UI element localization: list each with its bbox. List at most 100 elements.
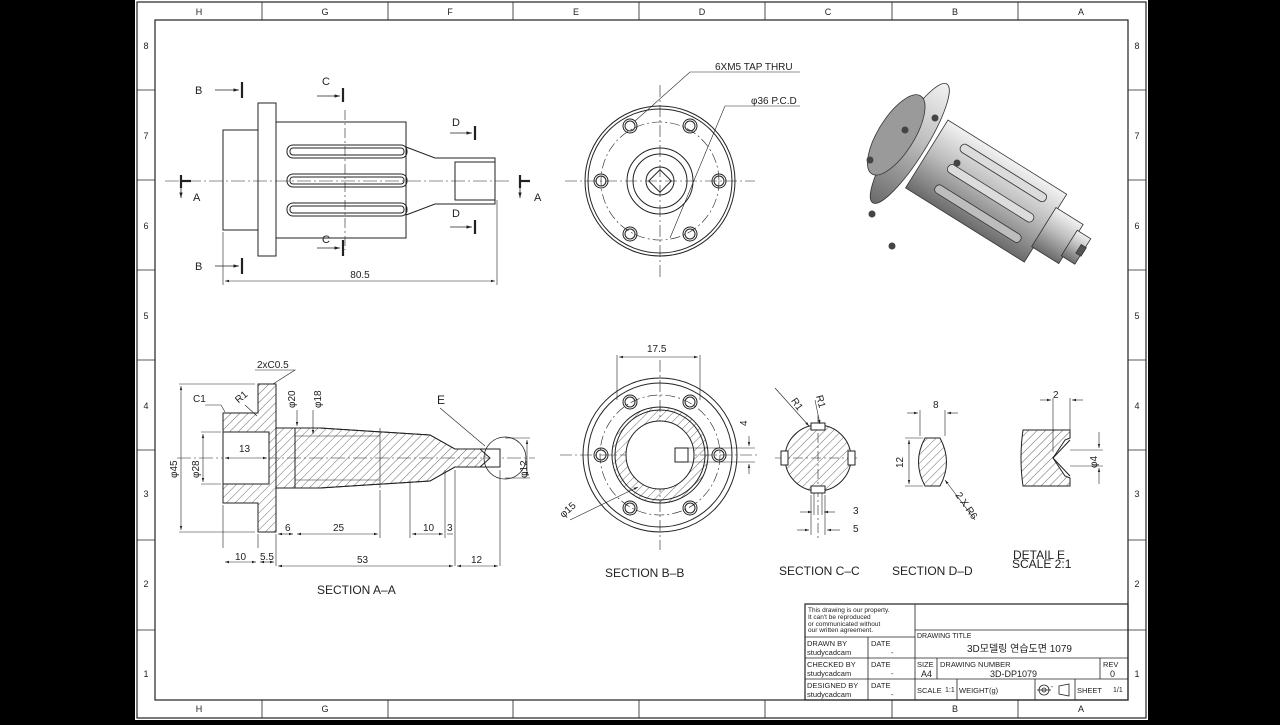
- section-aa-title: SECTION A–A: [317, 583, 396, 597]
- dim-dd-8: 8: [933, 400, 939, 411]
- zone-row-5-right: 5: [1134, 311, 1139, 321]
- dim-dd-12: 12: [895, 456, 906, 468]
- drawn-by: studycadcam: [807, 648, 852, 657]
- zone-row-2-right: 2: [1134, 579, 1139, 589]
- bolt-holes: [593, 118, 727, 242]
- drawn-date: -: [891, 648, 894, 657]
- checked-by: studycadcam: [807, 669, 852, 678]
- dim-17-5: 17.5: [647, 344, 667, 355]
- zone-col-c: C: [825, 7, 832, 17]
- section-mark-c-top: C: [322, 76, 330, 88]
- section-mark-c-bottom: C: [322, 234, 330, 246]
- zone-row-4: 4: [143, 401, 148, 411]
- frame-zone-labels: H G F E D C B A H G B A 8 7 6 5 4 3 2 1 …: [143, 7, 1139, 714]
- zone-col-a: A: [1078, 7, 1084, 17]
- zone-col-b: B: [952, 7, 958, 17]
- designed-date: -: [891, 690, 894, 699]
- iso-bolt-holes: [866, 114, 961, 250]
- dim-6: 6: [285, 523, 291, 534]
- zone-col-b-bottom: B: [952, 704, 958, 714]
- zone-row-8: 8: [143, 41, 148, 51]
- checked-by-label: CHECKED BY: [807, 660, 856, 669]
- weight-value: -: [1051, 684, 1054, 691]
- drawing-number-label: DRAWING NUMBER: [940, 660, 1011, 669]
- section-cc: [774, 387, 860, 540]
- title-block-grid: [804, 603, 1129, 701]
- dim-13: 13: [239, 444, 251, 455]
- detail-e-labels: 2 φ4 DETAIL E SCALE 2:1: [1012, 390, 1100, 571]
- zone-row-5: 5: [143, 311, 148, 321]
- zone-row-1-right: 1: [1134, 669, 1139, 679]
- drawn-date-label: DATE: [871, 639, 891, 648]
- drawing-svg: H G F E D C B A H G B A 8 7 6 5 4 3 2 1 …: [136, 1, 1147, 719]
- zone-col-h: H: [196, 7, 203, 17]
- section-bb-title: SECTION B–B: [605, 566, 684, 580]
- dim-c1: C1: [193, 394, 206, 405]
- keyway-slots: [286, 144, 408, 217]
- section-aa: [177, 369, 535, 568]
- dim-r1: R1: [233, 389, 250, 406]
- section-aa-labels: C1 R1 2xC0.5 φ20 φ18 φ45 φ28 13 E φ12 6 …: [169, 360, 530, 597]
- section-dd-labels: 8 12 2 X R6 SECTION D–D: [892, 400, 979, 578]
- zone-col-h-bottom: H: [196, 704, 203, 714]
- callout-tap: 6XM5 TAP THRU: [715, 62, 793, 73]
- dim-dia20: φ20: [287, 390, 298, 408]
- zone-col-f: F: [447, 7, 453, 17]
- designed-date-label: DATE: [871, 681, 891, 690]
- isometric-view: [866, 83, 1092, 265]
- dim-3: 3: [447, 523, 453, 534]
- section-mark-a-left: A: [193, 192, 201, 204]
- drawing-sheet: H G F E D C B A H G B A 8 7 6 5 4 3 2 1 …: [135, 0, 1148, 720]
- dim-r1-b: R1: [813, 394, 827, 410]
- zone-col-e: E: [573, 7, 579, 17]
- drawing-title: 3D모델링 연습도면 1079: [967, 644, 1072, 655]
- zone-row-4-right: 4: [1134, 401, 1139, 411]
- designed-by-label: DESIGNED BY: [807, 681, 859, 690]
- zone-row-3: 3: [143, 489, 148, 499]
- drawing-title-label: DRAWING TITLE: [917, 633, 972, 640]
- scale-value: 1:1: [945, 687, 955, 694]
- front-view: [165, 82, 530, 285]
- property-note: This drawing is our property. It can't b…: [808, 607, 890, 635]
- section-mark-b-top: B: [195, 85, 202, 97]
- zone-row-2: 2: [143, 579, 148, 589]
- drawing-number: 3D-DP1079: [990, 669, 1038, 679]
- size-value: A4: [921, 669, 933, 679]
- dim-cc-5: 5: [853, 524, 859, 535]
- section-bb: [560, 355, 760, 550]
- zone-row-7: 7: [143, 131, 148, 141]
- weight-label: WEIGHT(g): [959, 686, 999, 695]
- dim-dia28: φ28: [191, 460, 202, 478]
- dim-length-80-5: 80.5: [350, 270, 370, 281]
- checked-date: -: [891, 669, 894, 678]
- drawn-by-label: DRAWN BY: [807, 639, 848, 648]
- dim-dia18: φ18: [313, 390, 324, 408]
- zone-row-6: 6: [143, 221, 148, 231]
- detail-ref-e: E: [437, 393, 445, 407]
- dim-e-2: 2: [1053, 390, 1059, 401]
- dim-2xr6: 2 X R6: [953, 490, 980, 522]
- section-dd-title: SECTION D–D: [892, 564, 973, 578]
- section-mark-a-right: A: [534, 192, 542, 204]
- section-dd: [905, 410, 976, 521]
- detail-e: [1020, 398, 1103, 487]
- dim-cc-3: 3: [853, 506, 859, 517]
- size-label: SIZE: [917, 660, 934, 669]
- dim-dia45: φ45: [169, 460, 180, 478]
- callout-pcd: φ36 P.C.D: [751, 96, 797, 107]
- scale-label: SCALE: [917, 686, 942, 695]
- sheet-value: 1/1: [1113, 687, 1123, 694]
- section-mark-d-bottom: D: [452, 208, 460, 220]
- zone-row-8-right: 8: [1134, 41, 1139, 51]
- dim-4: 4: [739, 420, 750, 426]
- detail-e-title: DETAIL E: [1013, 548, 1065, 562]
- section-mark-d-top: D: [452, 117, 460, 129]
- zone-row-6-right: 6: [1134, 221, 1139, 231]
- sheet-label: SHEET: [1077, 686, 1103, 695]
- zone-col-d: D: [699, 7, 706, 17]
- dim-25: 25: [333, 523, 345, 534]
- dim-e-dia4: φ4: [1089, 456, 1100, 468]
- dim-10-b: 10: [235, 552, 247, 563]
- end-view-labels: 6XM5 TAP THRU φ36 P.C.D: [715, 62, 797, 107]
- dim-12: 12: [471, 555, 483, 566]
